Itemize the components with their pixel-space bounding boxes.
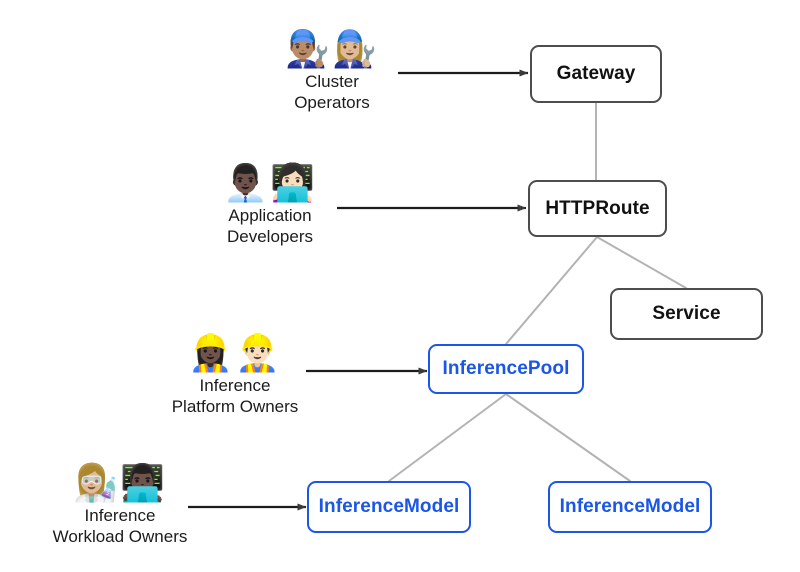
persona-caption-line1: Cluster — [305, 72, 359, 91]
node-label: InferenceModel — [318, 496, 460, 517]
man-office-worker-icon woman-technologist-icon: 👨🏿‍💼👩🏻‍💻 — [223, 162, 317, 203]
woman-construction-worker-icon man-construction-worker-icon: 👷🏿‍♀️👷🏻‍♂️ — [188, 332, 282, 373]
node-label: InferencePool — [442, 358, 570, 379]
node-model-right[interactable]: InferenceModel — [548, 481, 712, 533]
persona-caption-line2: Operators — [294, 93, 370, 112]
node-model-left[interactable]: InferenceModel — [307, 481, 471, 533]
node-label: Service — [652, 303, 721, 324]
node-label: Gateway — [556, 63, 636, 84]
node-gateway[interactable]: Gateway — [530, 45, 662, 103]
persona-caption-line2: Developers — [227, 227, 313, 246]
link-pool-model-right — [505, 393, 631, 482]
node-service[interactable]: Service — [610, 288, 763, 340]
node-pool[interactable]: InferencePool — [428, 344, 584, 394]
persona-caption-line1: Inference — [199, 376, 271, 395]
link-pool-model-left — [388, 393, 507, 482]
link-httproute-pool — [505, 236, 598, 345]
persona-caption-line2: Workload Owners — [52, 527, 188, 546]
man-mechanic-icon woman-mechanic-icon: 👨🏽‍🔧👩🏼‍🔧 — [285, 28, 379, 69]
node-label: HTTPRoute — [545, 197, 650, 219]
link-httproute-service — [596, 236, 687, 289]
node-httproute[interactable]: HTTPRoute — [528, 180, 667, 237]
woman-scientist-icon man-technologist-icon: 👩🏼‍🔬👨🏿‍💻 — [73, 462, 167, 503]
node-label: InferenceModel — [559, 496, 701, 517]
persona-caption-line1: Inference — [84, 506, 156, 525]
persona-arrows — [188, 69, 529, 511]
persona-caption-line2: Platform Owners — [171, 397, 299, 416]
persona-caption-line1: Application — [228, 206, 312, 225]
